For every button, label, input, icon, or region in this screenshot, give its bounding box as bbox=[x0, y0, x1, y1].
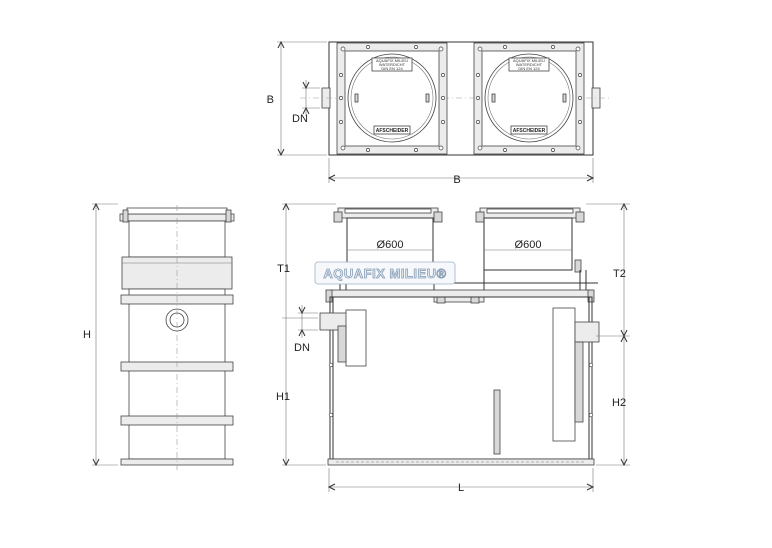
cover-right: AQUAFIX MILIEU WATERDICHT DIN EN 124 AFS… bbox=[473, 42, 585, 155]
length-label: L bbox=[458, 482, 464, 494]
right-shaft bbox=[483, 217, 573, 271]
cover-left-code: DIN EN 124 bbox=[381, 66, 403, 71]
side-dimensions: T1 H1 DN T2 H2 L bbox=[276, 202, 630, 494]
cover-left-sub: WATERDICHT bbox=[379, 62, 406, 67]
t2-label: T2 bbox=[613, 268, 626, 280]
cover-left-plate: AFSCHEIDER bbox=[376, 128, 409, 134]
top-dn-label: DN bbox=[292, 113, 308, 125]
t1-label: T1 bbox=[277, 263, 290, 275]
cover-right-code: DIN EN 124 bbox=[518, 66, 540, 71]
left-diameter-label: Ø600 bbox=[377, 239, 404, 251]
brand-logo: AQUAFIX MILIEU® bbox=[323, 266, 446, 281]
top-view: AQUAFIX MILIEU WATERDICHT DIN EN 124 AFS… bbox=[267, 40, 612, 186]
side-section: Ø600 Ø600 AQUAFIX MILIEU® bbox=[276, 202, 630, 494]
h1-label: H1 bbox=[276, 391, 290, 403]
top-b-label: B bbox=[267, 94, 274, 106]
side-outlet-pipe bbox=[574, 321, 600, 343]
end-view-shaft bbox=[128, 220, 226, 258]
right-diameter-label: Ø600 bbox=[515, 239, 542, 251]
h2-label: H2 bbox=[612, 397, 626, 409]
cover-right-plate: AFSCHEIDER bbox=[513, 128, 546, 134]
end-view: H bbox=[83, 202, 235, 470]
top-width-label: B bbox=[453, 174, 460, 186]
top-view-dimensions: B DN B bbox=[267, 40, 595, 186]
cover-left: AQUAFIX MILIEU WATERDICHT DIN EN 124 AFS… bbox=[336, 42, 448, 155]
cover-right-sub: WATERDICHT bbox=[516, 62, 543, 67]
cover-right-brand: AQUAFIX MILIEU bbox=[513, 58, 545, 63]
side-dn-label: DN bbox=[294, 342, 310, 354]
height-label: H bbox=[83, 329, 91, 341]
cover-left-brand: AQUAFIX MILIEU bbox=[376, 58, 408, 63]
